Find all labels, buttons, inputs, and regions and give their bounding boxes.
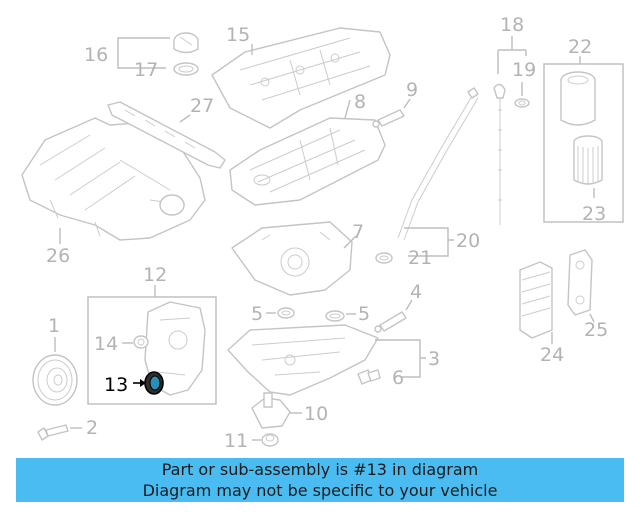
- leader-8: [344, 99, 351, 119]
- callout-6: 6: [392, 367, 404, 389]
- oil-filter-box-22: [543, 63, 624, 223]
- leader-25: [589, 313, 595, 323]
- callout-3: 3: [428, 348, 440, 370]
- callout-13: 13: [104, 374, 128, 396]
- callout-19: 19: [512, 59, 536, 81]
- callout-22: 22: [568, 36, 592, 58]
- timing-cover-part-7: [231, 221, 353, 296]
- dipstick-part-18: [493, 83, 506, 225]
- callout-24: 24: [540, 344, 564, 366]
- oil-pan-part-3: [227, 324, 379, 396]
- notice-banner: Part or sub-assembly is #13 in diagram D…: [16, 458, 624, 502]
- leader-4: [405, 299, 413, 311]
- drain-plug-part-6: [357, 369, 381, 385]
- callout-12: 12: [143, 264, 167, 286]
- callout-21: 21: [408, 247, 432, 269]
- callout-18: 18: [500, 14, 524, 36]
- pulley-bolt-part-2: [37, 424, 69, 441]
- callout-27: 27: [190, 95, 214, 117]
- valve-cover-part-15: [211, 27, 391, 129]
- intake-gasket-part-27: [107, 101, 226, 169]
- oil-filler-cap-part-16: [173, 32, 199, 54]
- callout-20: 20: [456, 230, 480, 252]
- cap-seal-part-17: [173, 62, 199, 76]
- cylinder-head-part-8: [229, 117, 386, 206]
- callout-26: 26: [46, 245, 70, 267]
- leader-16-17: [117, 37, 170, 69]
- dipstick-seal-part-19: [514, 98, 530, 108]
- callout-9: 9: [406, 79, 418, 101]
- callout-8: 8: [354, 91, 366, 113]
- tube-seal-part-21: [375, 252, 393, 264]
- sub-assembly-box-12: [87, 296, 217, 405]
- seal-part-5-right: [325, 310, 345, 322]
- notice-line-2: Diagram may not be specific to your vehi…: [142, 481, 498, 500]
- leader-7: [343, 235, 357, 249]
- notice-line-1: Part or sub-assembly is #13 in diagram: [161, 460, 479, 479]
- callout-5b: 5: [358, 303, 370, 325]
- callout-11: 11: [224, 430, 248, 452]
- leader-27: [179, 114, 191, 123]
- leader-18-19: [497, 36, 527, 74]
- callout-7: 7: [352, 221, 364, 243]
- callout-4: 4: [410, 281, 422, 303]
- oil-pump-part-10: [251, 392, 291, 429]
- part-11: [261, 433, 279, 447]
- callout-15: 15: [226, 24, 250, 46]
- leader-9: [403, 98, 411, 109]
- sensor-part-4: [374, 311, 407, 333]
- callout-25: 25: [584, 319, 608, 341]
- intake-manifold-part-26: [21, 117, 206, 241]
- callout-2: 2: [86, 417, 98, 439]
- plug-part-14: [133, 335, 149, 349]
- oil-filter-element-part-23: [573, 135, 603, 185]
- crank-pulley-part-1: [32, 354, 78, 406]
- callout-14: 14: [94, 333, 118, 355]
- dipstick-tube-part-20: [397, 87, 479, 241]
- leader-20: [404, 227, 454, 257]
- callout-5a: 5: [251, 303, 263, 325]
- callout-10: 10: [304, 403, 328, 425]
- seal-part-5-left: [277, 307, 295, 319]
- cooler-gasket-part-25: [567, 249, 593, 316]
- oil-cooler-part-24: [519, 261, 553, 339]
- callout-23: 23: [582, 203, 606, 225]
- callout-16: 16: [84, 44, 108, 66]
- leader-3: [375, 339, 426, 378]
- crankshaft-seal-part-13: [144, 371, 164, 395]
- leader-13-arrow: [140, 379, 146, 387]
- oil-filter-housing-part-22: [560, 71, 596, 126]
- callout-1: 1: [48, 315, 60, 337]
- sensor-part-9: [372, 109, 405, 128]
- timing-chain-cover-part-12: [144, 301, 206, 396]
- callout-17: 17: [134, 59, 158, 81]
- parts-diagram: 26 27 16 17 15 8 9: [21, 14, 624, 452]
